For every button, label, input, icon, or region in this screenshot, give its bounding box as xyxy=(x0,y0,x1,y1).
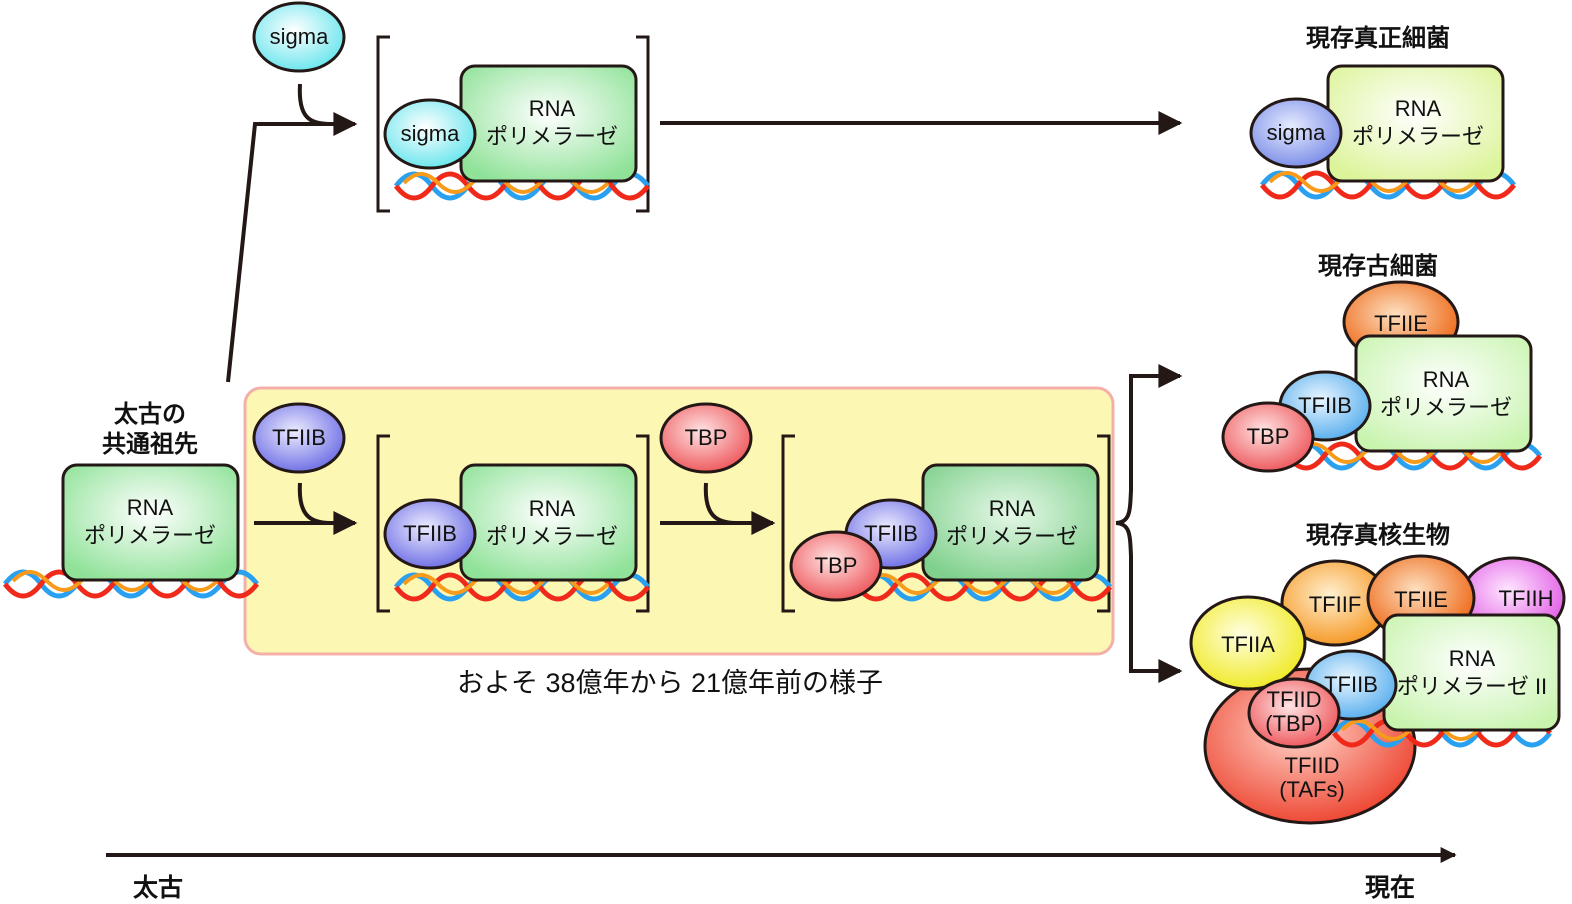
polymerase-label-line2: ポリメラーゼ xyxy=(1380,395,1512,420)
tfiib-bound xyxy=(383,498,477,570)
tbp-bound-label: TBP xyxy=(1247,424,1290,449)
rna-polymerase xyxy=(61,463,240,582)
sigma-bound xyxy=(1249,97,1343,169)
period-note: およそ 38億年から 21億年前の様子 xyxy=(457,668,883,698)
polymerase-label-line1: RNA xyxy=(989,496,1036,521)
ancestor-complex: RNA ポリメラーゼ xyxy=(3,463,259,599)
tfiib-bound-label: TFIIB xyxy=(403,521,457,546)
tfiie-label: TFIIE xyxy=(1374,311,1428,336)
polymerase-label-line2: ポリメラーゼ xyxy=(84,523,216,548)
rna-polymerase-ii xyxy=(1382,613,1561,732)
tfiid-tbp-label-line2: (TBP) xyxy=(1265,711,1322,736)
polymerase-label-line2: ポリメラーゼ xyxy=(486,124,618,149)
rna-polymerase xyxy=(1354,334,1533,453)
polymerase-label-line1: RNA xyxy=(127,495,174,520)
tfiib-bound-label: TFIIB xyxy=(1298,393,1352,418)
common-ancestor-label: 太古の 共通祖先 xyxy=(102,401,198,458)
tbp-intermediate-complex: TFIIB TBP RNA ポリメラーゼ xyxy=(789,463,1112,602)
polymerase-label-line1: RNA xyxy=(529,496,576,521)
polymerase-label-line2: ポリメラーゼ xyxy=(486,524,618,549)
tfiid-tafs-label-line1: TFIID xyxy=(1285,753,1340,778)
tfiie-label: TFIIE xyxy=(1394,587,1448,612)
timeline-end-label: 現在 xyxy=(1365,874,1415,902)
tfiid-tbp-label-line1: TFIID xyxy=(1267,687,1322,712)
tbp-free: TBP xyxy=(659,402,753,474)
ancestor-label-line2: 共通祖先 xyxy=(102,431,198,458)
tfiib-bound-label: TFIIB xyxy=(1324,672,1378,697)
eukaryote-complex: TFIIH TFIIF TFIIE TFIID (TAFs) TFIIA TFI… xyxy=(1189,554,1566,825)
polymerase-ii-label-line2: ポリメラーゼ II xyxy=(1397,674,1547,699)
tfiib-intermediate-complex: TFIIB RNA ポリメラーゼ xyxy=(383,463,650,602)
bacteria-complex: sigma RNA ポリメラーゼ xyxy=(1249,64,1516,200)
tbp-bound-label: TBP xyxy=(815,553,858,578)
eukaryote-title: 現存真核生物 xyxy=(1306,521,1450,549)
polymerase-label-line1: RNA xyxy=(529,96,576,121)
tfiid-tafs-label-line2: (TAFs) xyxy=(1279,777,1345,802)
polymerase-label-line1: RNA xyxy=(1423,367,1470,392)
polymerase-label-line2: ポリメラーゼ xyxy=(946,524,1078,549)
tfiih-label: TFIIH xyxy=(1499,586,1554,611)
bacterial-intermediate-complex: sigma RNA ポリメラーゼ xyxy=(383,64,650,201)
bacteria-title: 現存真正細菌 xyxy=(1306,24,1450,52)
timeline-start-label: 太古 xyxy=(133,874,183,902)
ancestor-label-line1: 太古の xyxy=(114,401,186,428)
lineage-arrows xyxy=(226,83,1183,683)
tfiib-free: TFIIB xyxy=(252,402,346,474)
tfiid-tbp-bound xyxy=(1247,677,1341,749)
archaea-title: 現存古細菌 xyxy=(1318,253,1438,280)
tfiib-free-label: TFIIB xyxy=(272,425,326,450)
rna-polymerase xyxy=(921,463,1100,582)
tfiia-bound xyxy=(1189,595,1307,691)
tfiib-bound-label: TFIIB xyxy=(864,521,918,546)
sigma-free: sigma xyxy=(252,1,346,73)
sigma-free-label: sigma xyxy=(270,24,329,49)
tfiib-intermediate-bracket xyxy=(376,434,650,613)
archaea-complex: TFIIE TFIIB TBP RNA ポリメラーゼ xyxy=(1221,280,1542,473)
sigma-bound xyxy=(383,98,477,170)
tfiia-label: TFIIA xyxy=(1221,632,1275,657)
sigma-bound-label: sigma xyxy=(401,121,460,146)
polymerase-label-line1: RNA xyxy=(1449,646,1496,671)
tfiif-label: TFIIF xyxy=(1309,592,1362,617)
rna-polymerase xyxy=(459,463,638,582)
tbp-intermediate-bracket xyxy=(781,434,1111,613)
polymerase-label-line2: ポリメラーゼ xyxy=(1352,124,1484,149)
sigma-bound-label: sigma xyxy=(1267,120,1326,145)
tbp-free-label: TBP xyxy=(685,425,728,450)
tbp-bound xyxy=(1221,401,1315,473)
polymerase-label-line1: RNA xyxy=(1395,96,1442,121)
tbp-bound xyxy=(789,530,883,602)
bacterial-intermediate-bracket xyxy=(376,35,650,213)
